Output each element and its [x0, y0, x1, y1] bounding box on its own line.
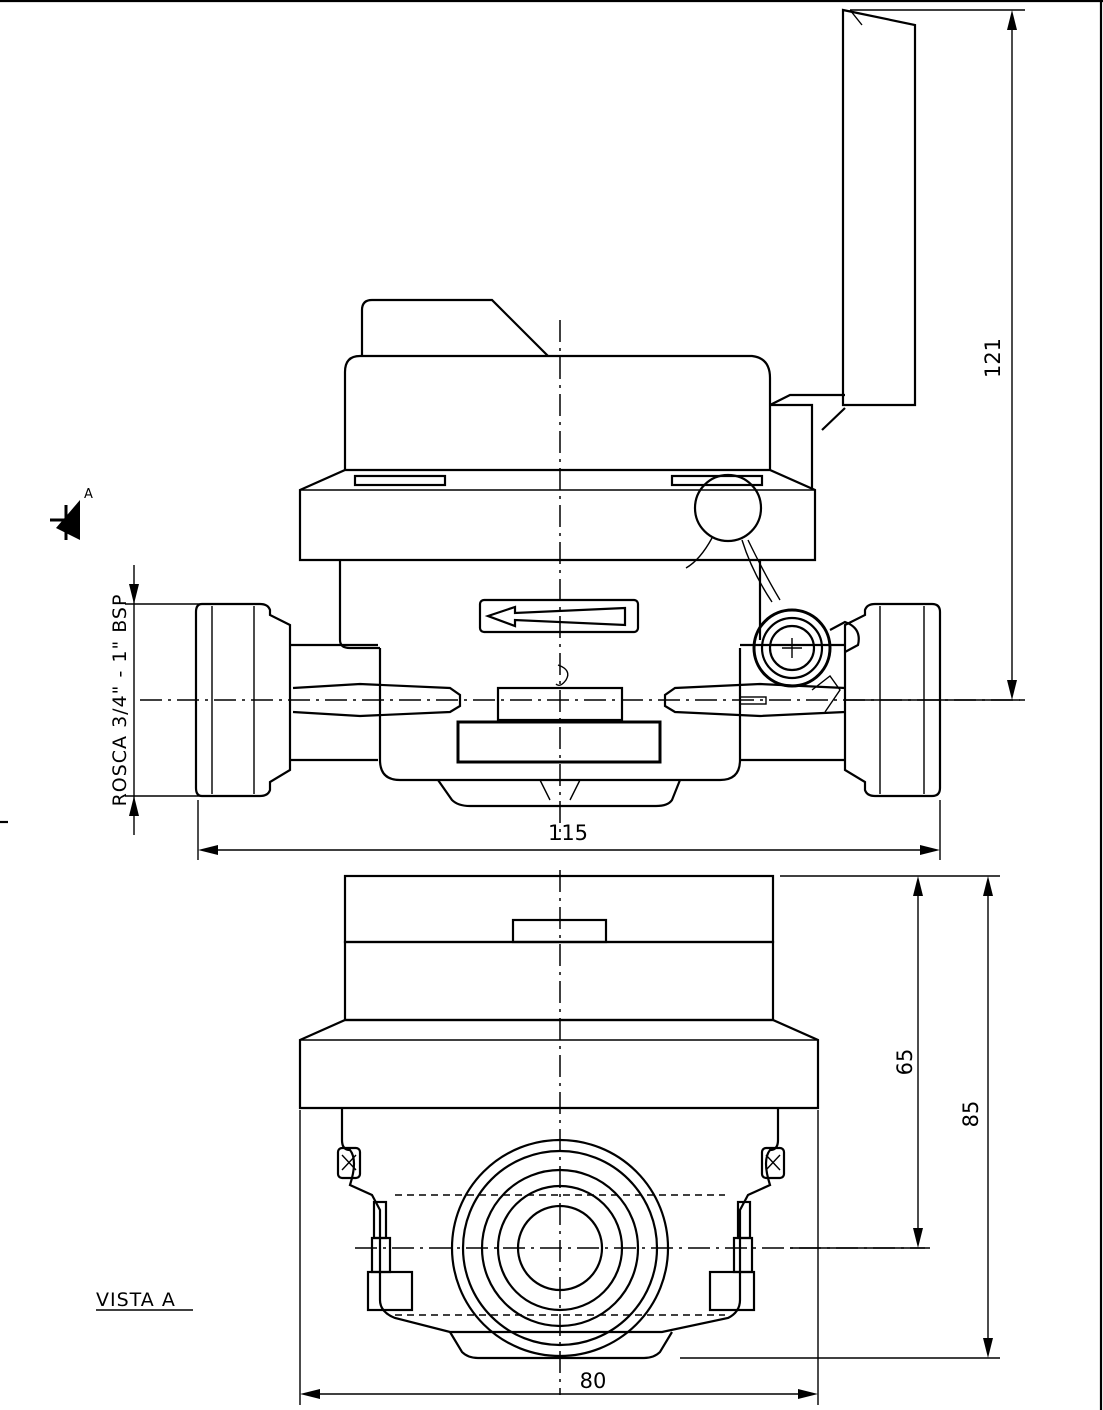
- thread-label: ROSCA 3/4" - 1" BSP: [109, 594, 131, 807]
- seal-screw-inner: [768, 624, 816, 672]
- view-marker-letter: A: [84, 487, 93, 502]
- view-caption-label: VISTA A: [96, 1289, 176, 1311]
- center-screw-mark: [555, 664, 569, 687]
- dim-65-arrow-top: [913, 876, 923, 896]
- left-inner-spigot: [292, 682, 462, 718]
- right-inner-spigot: [663, 682, 846, 718]
- dim-115-arrow-left: [198, 845, 218, 855]
- lid-edge-line: [849, 9, 863, 26]
- end-flange: [298, 1018, 820, 1110]
- flange-slot-left: [353, 474, 447, 487]
- dim-115-arrow-right: [920, 845, 940, 855]
- pipe-outer-ring: [480, 1168, 640, 1328]
- end-lug-right: [760, 1146, 786, 1180]
- dim-80-arrow-left: [300, 1389, 320, 1399]
- end-bottom-plug: [449, 1331, 673, 1360]
- dimension-80: 80: [299, 1110, 819, 1405]
- seal-screw-middle: [760, 616, 824, 680]
- register-cap: [360, 298, 549, 357]
- end-foot-left: [366, 1270, 414, 1312]
- register-body: [343, 354, 772, 470]
- bottom-plug: [437, 779, 682, 808]
- dim-80-arrow-right: [798, 1389, 818, 1399]
- body-flange: [298, 468, 817, 562]
- end-view: [298, 870, 925, 1395]
- view-marker-a: A: [50, 487, 93, 540]
- dim-115-label: 115: [548, 821, 588, 845]
- right-spigot-slot: [739, 696, 767, 705]
- side-view: [140, 8, 1020, 840]
- view-caption: VISTA A: [96, 1289, 193, 1311]
- pipe-bore: [516, 1204, 604, 1292]
- pipe-inner-ring: [496, 1184, 624, 1312]
- left-pipe-walls: [290, 643, 378, 762]
- bottom-plug-detail: [539, 779, 581, 801]
- dim-121-label: 121: [981, 338, 1005, 378]
- inner-neck: [496, 686, 624, 722]
- thread-dimension: ROSCA 3/4" - 1" BSP: [109, 565, 205, 835]
- dim-80-label: 80: [580, 1369, 607, 1393]
- dim-121-arrow-bottom: [1007, 680, 1017, 700]
- thread-arrow-bottom: [129, 796, 139, 816]
- end-lug-left-mark: [341, 1154, 357, 1171]
- dimension-85: 85: [680, 875, 1000, 1359]
- seal-tab: [829, 620, 860, 653]
- flow-arrow-box: [478, 598, 640, 634]
- flow-arrow-icon: [484, 605, 627, 628]
- end-foot-right: [708, 1270, 756, 1312]
- dim-65-label: 65: [893, 1049, 917, 1076]
- body-left-wall: [338, 560, 380, 650]
- register-side-block: [770, 403, 814, 490]
- end-bolt-right-body: [732, 1236, 754, 1274]
- end-register-body: [343, 940, 775, 1022]
- end-register-top: [343, 874, 775, 944]
- right-union-nut: [843, 602, 942, 798]
- seal-ball: [693, 473, 763, 543]
- inner-base: [456, 720, 662, 764]
- view-marker-arrow: [56, 500, 80, 540]
- dim-85-arrow-top: [983, 876, 993, 896]
- pipe-nut-outer: [450, 1138, 670, 1358]
- end-lower-body: [340, 1108, 780, 1334]
- thread-arrow-top: [129, 584, 139, 604]
- seal-screw-cross: [782, 638, 802, 658]
- dimension-115: 115: [197, 800, 941, 860]
- dim-121-arrow-top: [1007, 10, 1017, 30]
- dim-85-label: 85: [959, 1101, 983, 1128]
- end-lug-left: [336, 1146, 362, 1180]
- seal-wire: [685, 537, 781, 603]
- pipe-nut-inner: [461, 1149, 659, 1347]
- seal-wire-lower: [811, 674, 841, 713]
- left-union-nut: [194, 602, 292, 798]
- open-lid: [841, 8, 917, 407]
- lower-body: [378, 648, 742, 782]
- lid-hinge: [769, 393, 846, 431]
- end-lug-right-mark: [765, 1154, 781, 1171]
- dimension-65: 65: [780, 875, 930, 1249]
- dimension-121: 121: [845, 9, 1025, 701]
- dim-85-arrow-bottom: [983, 1338, 993, 1358]
- seal-screw-outer: [752, 608, 832, 688]
- dim-65-arrow-bottom: [913, 1228, 923, 1248]
